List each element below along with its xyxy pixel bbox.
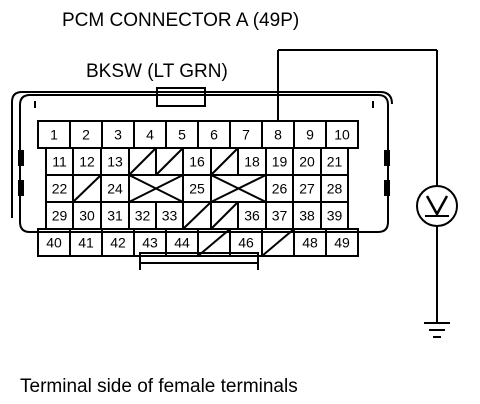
pin-label-43: 43 [142, 235, 158, 251]
pin-label-33: 33 [162, 208, 178, 224]
pin-label-20: 20 [299, 154, 315, 170]
connector-title: PCM CONNECTOR A (49P) [62, 10, 299, 31]
pin-label-36: 36 [244, 208, 260, 224]
pin-label-6: 6 [210, 127, 218, 143]
pin-label-26: 26 [272, 181, 288, 197]
pin-label-10: 10 [334, 127, 350, 143]
pin-label-18: 18 [244, 154, 260, 170]
pin-label-1: 1 [50, 127, 58, 143]
pin-label-44: 44 [174, 235, 190, 251]
empty-cavity-marks [72, 147, 295, 257]
pin-label-32: 32 [135, 208, 151, 224]
pin-label-27: 27 [299, 181, 315, 197]
pin-label-37: 37 [272, 208, 288, 224]
pin-label-2: 2 [82, 127, 90, 143]
wire-label: BKSW (LT GRN) [86, 61, 228, 82]
probe-wire [277, 49, 438, 322]
pin-label-31: 31 [107, 208, 123, 224]
pin-label-48: 48 [302, 235, 318, 251]
pin-label-24: 24 [107, 181, 123, 197]
pin-label-38: 38 [299, 208, 315, 224]
pin-label-3: 3 [114, 127, 122, 143]
pin-label-29: 29 [52, 208, 68, 224]
pin-label-12: 12 [79, 154, 95, 170]
pin-label-49: 49 [334, 235, 350, 251]
pin-label-11: 11 [52, 154, 67, 170]
latch-marks [18, 150, 390, 196]
pin-label-19: 19 [272, 154, 288, 170]
voltmeter-icon [416, 185, 458, 227]
connector-housing [11, 87, 393, 270]
pin-label-39: 39 [327, 208, 343, 224]
ground-icon [424, 322, 450, 338]
pin-label-9: 9 [306, 127, 314, 143]
pin-label-7: 7 [242, 127, 250, 143]
pin-label-46: 46 [238, 235, 254, 251]
pin-label-5: 5 [178, 127, 186, 143]
pin-label-16: 16 [189, 154, 205, 170]
pin-label-42: 42 [110, 235, 126, 251]
pin-label-8: 8 [274, 127, 282, 143]
pin-label-13: 13 [107, 154, 123, 170]
pin-grid [37, 120, 359, 257]
pin-label-40: 40 [46, 235, 62, 251]
pin-label-41: 41 [78, 235, 94, 251]
pin-label-30: 30 [79, 208, 95, 224]
view-caption: Terminal side of female terminals [20, 376, 298, 397]
pin-label-21: 21 [327, 154, 343, 170]
pin-label-22: 22 [52, 181, 68, 197]
pin-label-4: 4 [146, 127, 154, 143]
pin-label-28: 28 [327, 181, 343, 197]
pin-label-25: 25 [189, 181, 205, 197]
